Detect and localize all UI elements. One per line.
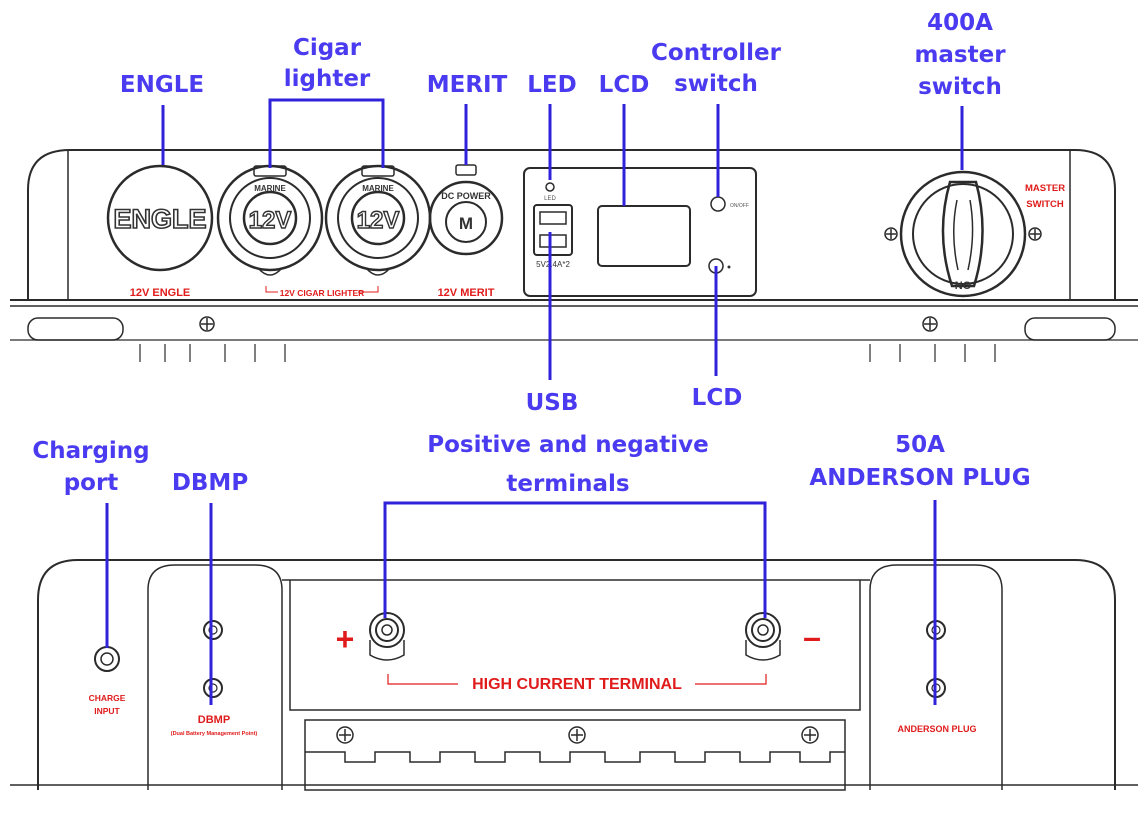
svg-text:(Dual Battery Management Point: (Dual Battery Management Point)	[171, 731, 258, 737]
positive-terminal: +	[336, 612, 405, 661]
controller-switch-button	[710, 196, 726, 212]
svg-text:5V2.4A*2: 5V2.4A*2	[536, 260, 570, 269]
screw-icon	[203, 678, 223, 698]
control-module: LED 5V2.4A*2 ON/OFF	[523, 167, 757, 297]
engle-caption: 12V ENGLE	[130, 287, 191, 299]
anderson-plug-mounts: ANDERSON PLUG	[897, 620, 977, 734]
callout-terminals-line1: Positive and negative	[427, 432, 709, 458]
lcd-display	[597, 205, 691, 267]
callout-lcd-top: LCD	[599, 72, 650, 98]
minus-sign: –	[803, 619, 821, 655]
screw-icon	[203, 620, 223, 640]
terminal-recess	[282, 579, 870, 711]
callout-controller-line1: Controller	[651, 40, 782, 66]
svg-text:INPUT: INPUT	[94, 706, 120, 716]
bottom-callouts: Charging port DBMP Positive and negative…	[32, 432, 1031, 705]
master-switch: NO MASTER SWITCH	[884, 170, 1065, 298]
callout-charging-line2: port	[64, 470, 119, 496]
usb-ports-icon	[533, 204, 573, 256]
dbmp-block	[147, 564, 283, 790]
engle-face-label: ENGLE	[113, 204, 206, 234]
callout-led: LED	[527, 72, 576, 98]
led-indicator-icon	[545, 182, 555, 192]
screw-icon	[884, 227, 898, 241]
top-callouts: ENGLE Cigar lighter MERIT LED LCD Contro…	[120, 10, 1006, 416]
callout-controller-line2: switch	[674, 71, 758, 97]
left-handle	[27, 317, 124, 341]
callout-terminals-line2: terminals	[506, 471, 629, 497]
svg-text:MARINE: MARINE	[362, 184, 394, 193]
bottom-housing-outline	[37, 559, 1116, 790]
screw-icon	[1028, 227, 1042, 241]
top-cooling-fins	[139, 344, 996, 362]
merit-socket: DC POWER M 12V MERIT	[428, 164, 504, 299]
right-handle	[1024, 317, 1116, 341]
svg-text:DC POWER: DC POWER	[441, 191, 491, 201]
callout-engle: ENGLE	[120, 72, 204, 98]
plus-sign: +	[336, 621, 355, 657]
callout-anderson-line1: 50A	[895, 432, 945, 458]
callout-charging-line1: Charging	[32, 438, 149, 464]
callout-master-line2: master	[914, 42, 1006, 68]
callout-cigar-line1: Cigar	[293, 35, 362, 61]
svg-text:HIGH CURRENT TERMINAL: HIGH CURRENT TERMINAL	[472, 676, 682, 693]
charge-input-port: CHARGE INPUT	[89, 646, 126, 716]
svg-text:MASTER: MASTER	[1025, 183, 1065, 194]
top-panel-view: ENGLE 12V ENGLE 12V MARINE 12V MARINE 12…	[10, 10, 1138, 416]
svg-text:ANDERSON PLUG: ANDERSON PLUG	[897, 724, 976, 734]
svg-text:ON/OFF: ON/OFF	[730, 203, 749, 209]
screw-icon	[801, 726, 819, 744]
callout-cigar-line2: lighter	[284, 66, 371, 92]
callout-usb: USB	[526, 390, 579, 416]
cigar-caption-bracket: 12V CIGAR LIGHTER	[265, 286, 379, 298]
svg-text:M: M	[459, 214, 473, 233]
dbmp-mounts: DBMP (Dual Battery Management Point)	[171, 620, 258, 737]
top-housing-outline	[27, 149, 1116, 300]
engle-socket: ENGLE 12V ENGLE	[106, 164, 214, 299]
svg-text:NO: NO	[955, 280, 972, 292]
svg-text:MARINE: MARINE	[254, 184, 286, 193]
svg-text:LED: LED	[544, 196, 556, 202]
cigar-caption: 12V CIGAR LIGHTER	[280, 288, 365, 298]
screw-icon	[568, 726, 586, 744]
callout-master-line3: switch	[918, 74, 1002, 100]
callout-dbmp: DBMP	[172, 470, 248, 496]
top-housing-inner-edges	[67, 150, 1071, 300]
negative-terminal: –	[745, 612, 821, 661]
callout-lcd-bottom: LCD	[692, 385, 743, 411]
cigar-socket-right: 12V MARINE	[324, 164, 432, 276]
svg-text:DBMP: DBMP	[198, 714, 230, 726]
high-current-label: HIGH CURRENT TERMINAL	[387, 674, 767, 693]
bottom-panel-view: CHARGE INPUT DBMP (Dual Battery Manageme…	[10, 432, 1138, 791]
callout-merit: MERIT	[427, 72, 508, 98]
svg-text:12V: 12V	[357, 207, 400, 234]
screw-icon	[199, 316, 215, 332]
merit-caption: 12V MERIT	[438, 287, 495, 299]
screw-icon	[922, 316, 938, 332]
svg-text:CHARGE: CHARGE	[89, 693, 126, 703]
bottom-vent-panel	[304, 719, 846, 791]
svg-text:SWITCH: SWITCH	[1026, 199, 1064, 210]
svg-text:12V: 12V	[249, 207, 292, 234]
screw-icon	[336, 726, 354, 744]
cigar-socket-left: 12V MARINE	[216, 164, 324, 276]
callout-master-line1: 400A	[927, 10, 993, 36]
callout-anderson-line2: ANDERSON PLUG	[809, 465, 1030, 491]
